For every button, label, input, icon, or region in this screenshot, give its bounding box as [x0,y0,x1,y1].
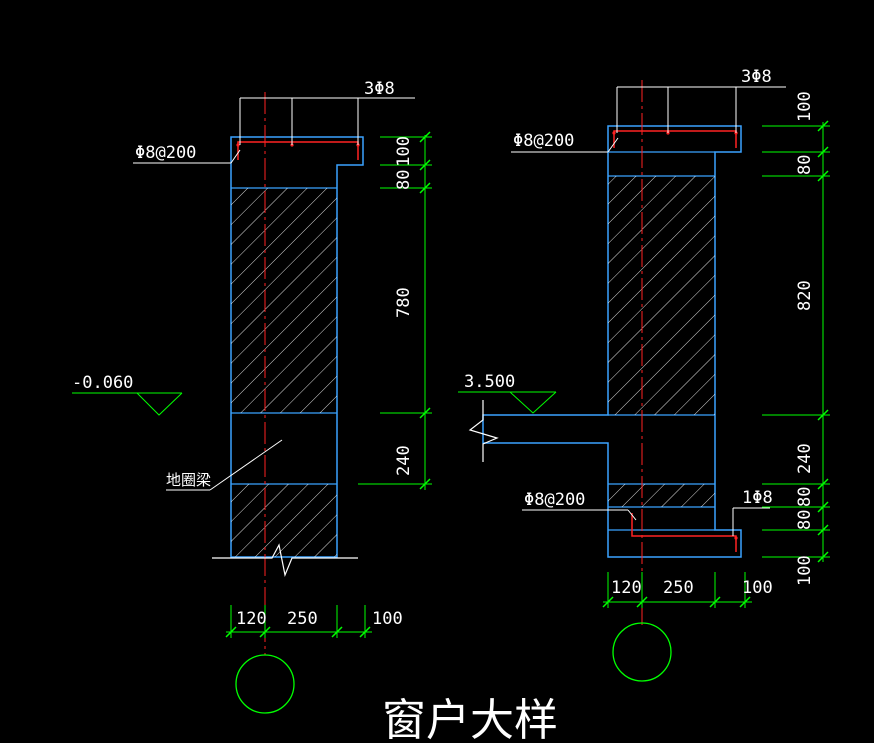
right-bottom-rebar-label: 1Φ8 [742,488,773,508]
right-vdim-5: 80 [795,487,815,507]
right-hdim-3: 100 [742,578,773,598]
right-vdim-7: 100 [795,555,815,586]
left-vdim-2: 80 [394,170,414,190]
left-ground-beam-label: 地圈梁 [166,471,211,489]
left-detail [72,92,432,714]
left-vdim-3: 780 [394,287,414,318]
drawing-title: 窗户大样 [382,695,558,743]
left-hdim-2: 250 [287,609,318,629]
left-axis-circle [235,654,295,714]
left-vdim-1: 100 [394,136,414,167]
right-stirrup-top-label: Φ8@200 [513,131,574,151]
right-hdim-1: 120 [611,578,642,598]
left-hdim-3: 100 [372,609,403,629]
left-beam-hatch [231,484,337,557]
right-vdim-1: 100 [795,91,815,122]
left-vdim-4: 240 [394,445,414,476]
right-top-rebar-label: 3Φ8 [741,67,772,87]
right-hdim-2: 250 [663,578,694,598]
right-masonry-hatch [608,176,715,415]
right-vdim-6: 80 [795,510,815,530]
left-top-rebar-label: 3Φ8 [364,79,395,99]
right-vdim-4: 240 [795,443,815,474]
right-vdim-2: 80 [795,155,815,175]
left-stirrup-label: Φ8@200 [135,143,196,163]
left-level-label: -0.060 [72,373,133,393]
right-level-label: 3.500 [464,372,515,392]
left-masonry-hatch [231,188,337,413]
left-hdim-1: 120 [236,609,267,629]
right-detail [458,80,830,682]
right-axis-circle [612,622,672,682]
right-vdim-3: 820 [795,280,815,311]
right-stirrup-bottom-label: Φ8@200 [524,490,585,510]
right-sill-hatch [608,484,715,507]
